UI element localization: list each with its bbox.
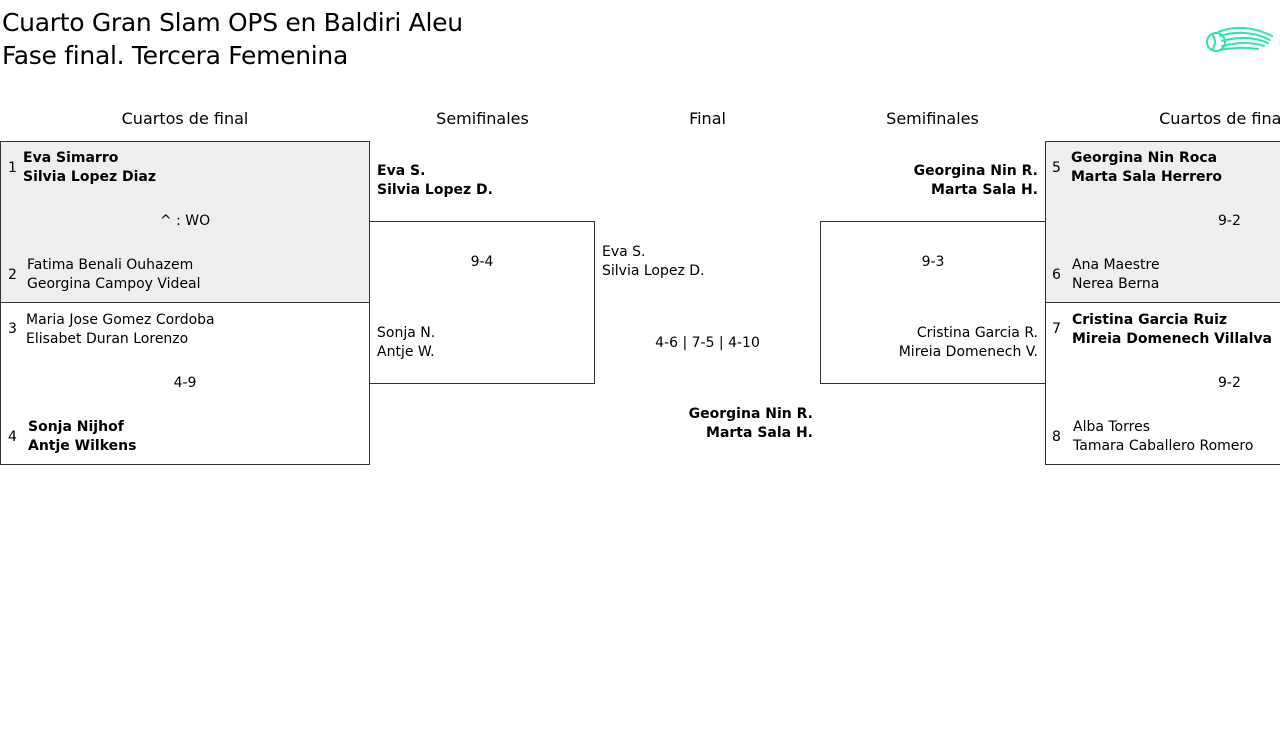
player-name: Sonja Nijhof [28,419,124,435]
team-entry[interactable]: Ana Maestre Nerea Berna [1072,256,1160,294]
match-score: 9-4 [470,254,494,270]
seed-number: 8 [1052,429,1061,445]
match-box-sf-left [369,221,595,384]
header-qf-right: Cuartos de final [1159,109,1280,128]
team-entry-winner[interactable]: Georgina Nin R. Marta Sala H. [600,405,813,443]
player-name: Antje Wilkens [28,438,137,454]
player-name: Silvia Lopez Diaz [23,169,157,185]
player-name: Marta Sala H. [706,425,813,441]
player-name: Maria Jose Gomez Cordoba [26,312,215,328]
team-entry[interactable]: Sonja Nijhof Antje Wilkens [28,418,136,456]
team-entry[interactable]: Sonja N. Antje W. [377,324,435,362]
player-name: Mireia Domenech Villalva [1072,331,1272,347]
player-name: Tamara Caballero Romero [1073,438,1254,454]
player-name: Eva S. [377,163,426,179]
seed-number: 1 [8,160,17,176]
header-final: Final [689,109,726,128]
seed-number: 2 [8,267,17,283]
player-name: Marta Sala H. [931,182,1038,198]
team-entry[interactable]: Georgina Nin R. Marta Sala H. [830,162,1038,200]
tennis-ball-icon [1206,26,1273,52]
player-name: Georgina Nin Roca [1071,150,1218,166]
match-score: 9-2 [1218,375,1241,391]
player-name: Mireia Domenech V. [898,344,1038,360]
player-name: Cristina Garcia R. [916,325,1038,341]
team-entry[interactable]: Georgina Nin Roca Marta Sala Herrero [1071,149,1222,187]
team-entry[interactable]: Fatima Benali Ouhazem Georgina Campoy Vi… [27,256,201,294]
team-entry[interactable]: Cristina Garcia Ruiz Mireia Domenech Vil… [1072,311,1272,349]
player-name: Fatima Benali Ouhazem [27,257,194,273]
header-sf-left: Semifinales [436,109,529,128]
player-name: Ana Maestre [1072,257,1160,273]
match-box-qf-right-1 [1045,141,1280,303]
team-entry[interactable]: Maria Jose Gomez Cordoba Elisabet Duran … [26,311,215,349]
seed-number: 4 [8,429,17,445]
team-entry[interactable]: Cristina Garcia R. Mireia Domenech V. [830,324,1038,362]
player-name: Alba Torres [1073,419,1150,435]
page-title: Cuarto Gran Slam OPS en Baldiri Aleu [2,8,463,37]
header-sf-right: Semifinales [886,109,979,128]
team-entry[interactable]: Eva S. Silvia Lopez D. [377,162,493,200]
match-box-qf-right-2 [1045,302,1280,465]
match-score: 9-3 [921,254,945,270]
match-score: 9-2 [1218,213,1241,229]
page-subtitle: Fase final. Tercera Femenina [2,41,348,70]
team-entry[interactable]: Alba Torres Tamara Caballero Romero [1073,418,1253,456]
player-name: Eva S. [602,244,646,260]
player-name: Georgina Nin R. [913,163,1038,179]
match-score: ^ : WO [159,213,211,229]
seed-number: 3 [8,321,17,337]
player-name: Georgina Nin R. [688,406,813,422]
player-name: Antje W. [377,344,435,360]
player-name: Silvia Lopez D. [377,182,493,198]
player-name: Georgina Campoy Videal [27,276,201,292]
player-name: Cristina Garcia Ruiz [1072,312,1228,328]
seed-number: 6 [1052,267,1061,283]
player-name: Elisabet Duran Lorenzo [26,331,189,347]
player-name: Eva Simarro [23,150,119,166]
seed-number: 7 [1052,321,1061,337]
player-name: Nerea Berna [1072,276,1160,292]
player-name: Silvia Lopez D. [602,263,705,279]
player-name: Marta Sala Herrero [1071,169,1222,185]
team-entry[interactable]: Eva Simarro Silvia Lopez Diaz [23,149,156,187]
final-score: 4-6 | 7-5 | 4-10 [655,335,760,351]
match-score: 4-9 [173,375,197,391]
team-entry[interactable]: Eva S. Silvia Lopez D. [602,243,705,281]
seed-number: 5 [1052,160,1061,176]
header-qf-left: Cuartos de final [121,109,249,128]
player-name: Sonja N. [377,325,436,341]
